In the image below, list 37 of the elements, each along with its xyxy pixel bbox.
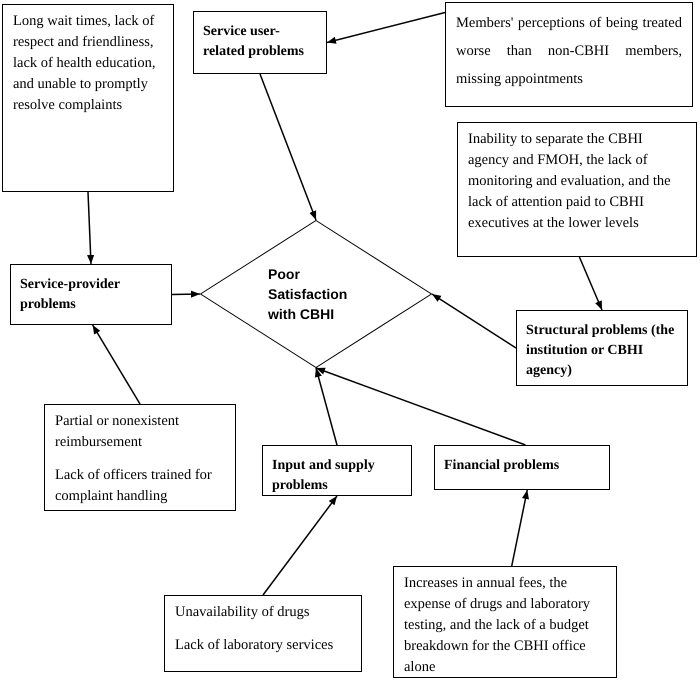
category-box [10, 264, 172, 325]
description-text: Lack of officers trained for complaint handling [55, 466, 213, 506]
description-box [44, 404, 236, 511]
arrow [259, 74, 317, 220]
arrow [172, 290, 200, 298]
heading-text: Service-provider problems [20, 276, 121, 314]
heading-text: Poor Satisfaction with CBHI [268, 265, 348, 324]
arrow [316, 367, 526, 446]
description-text: Lack of laboratory services [175, 636, 334, 655]
description-text: Partial or nonexistent reimbursement [55, 412, 180, 452]
category-box [516, 310, 688, 386]
description-box [445, 2, 693, 107]
heading-text: Input and supply problems [272, 457, 376, 495]
description-box [393, 566, 617, 678]
description-text: Inability to separate the CBHI agency and FMOH, the lack of monitoring and evaluation, and the lack of attention paid to CBHI executives at the lower levels [468, 130, 672, 233]
category-box [193, 11, 327, 74]
heading-text: Structural problems (the institution or CBHI agency) [526, 322, 676, 380]
description-box [457, 122, 697, 257]
arrow [578, 256, 603, 310]
description-box [164, 595, 362, 672]
category-box [434, 445, 610, 490]
arrow [262, 496, 338, 596]
description-text: Unavailability of drugs [175, 603, 311, 622]
arrow [314, 368, 338, 446]
description-box [2, 4, 174, 192]
description-text: Long wait times, lack of respect and friendliness, lack of health education, and unable to promptly resolve complaints [13, 12, 157, 115]
heading-text: Service user-related problems [203, 23, 305, 61]
heading-text: Financial problems [444, 457, 560, 475]
arrow [326, 12, 446, 44]
arrow [87, 192, 94, 264]
arrow [92, 324, 141, 404]
arrow [510, 490, 529, 566]
description-text: Members' perceptions of being treated worse than non-CBHI members, missing appointments [456, 14, 682, 89]
decision-diamond [200, 220, 432, 368]
description-text: Increases in annual fees, the expense of drugs and laboratory testing, and the lack of a budget breakdown for the CBHI office alone [404, 574, 592, 677]
category-box [262, 445, 412, 496]
arrow [432, 293, 516, 349]
